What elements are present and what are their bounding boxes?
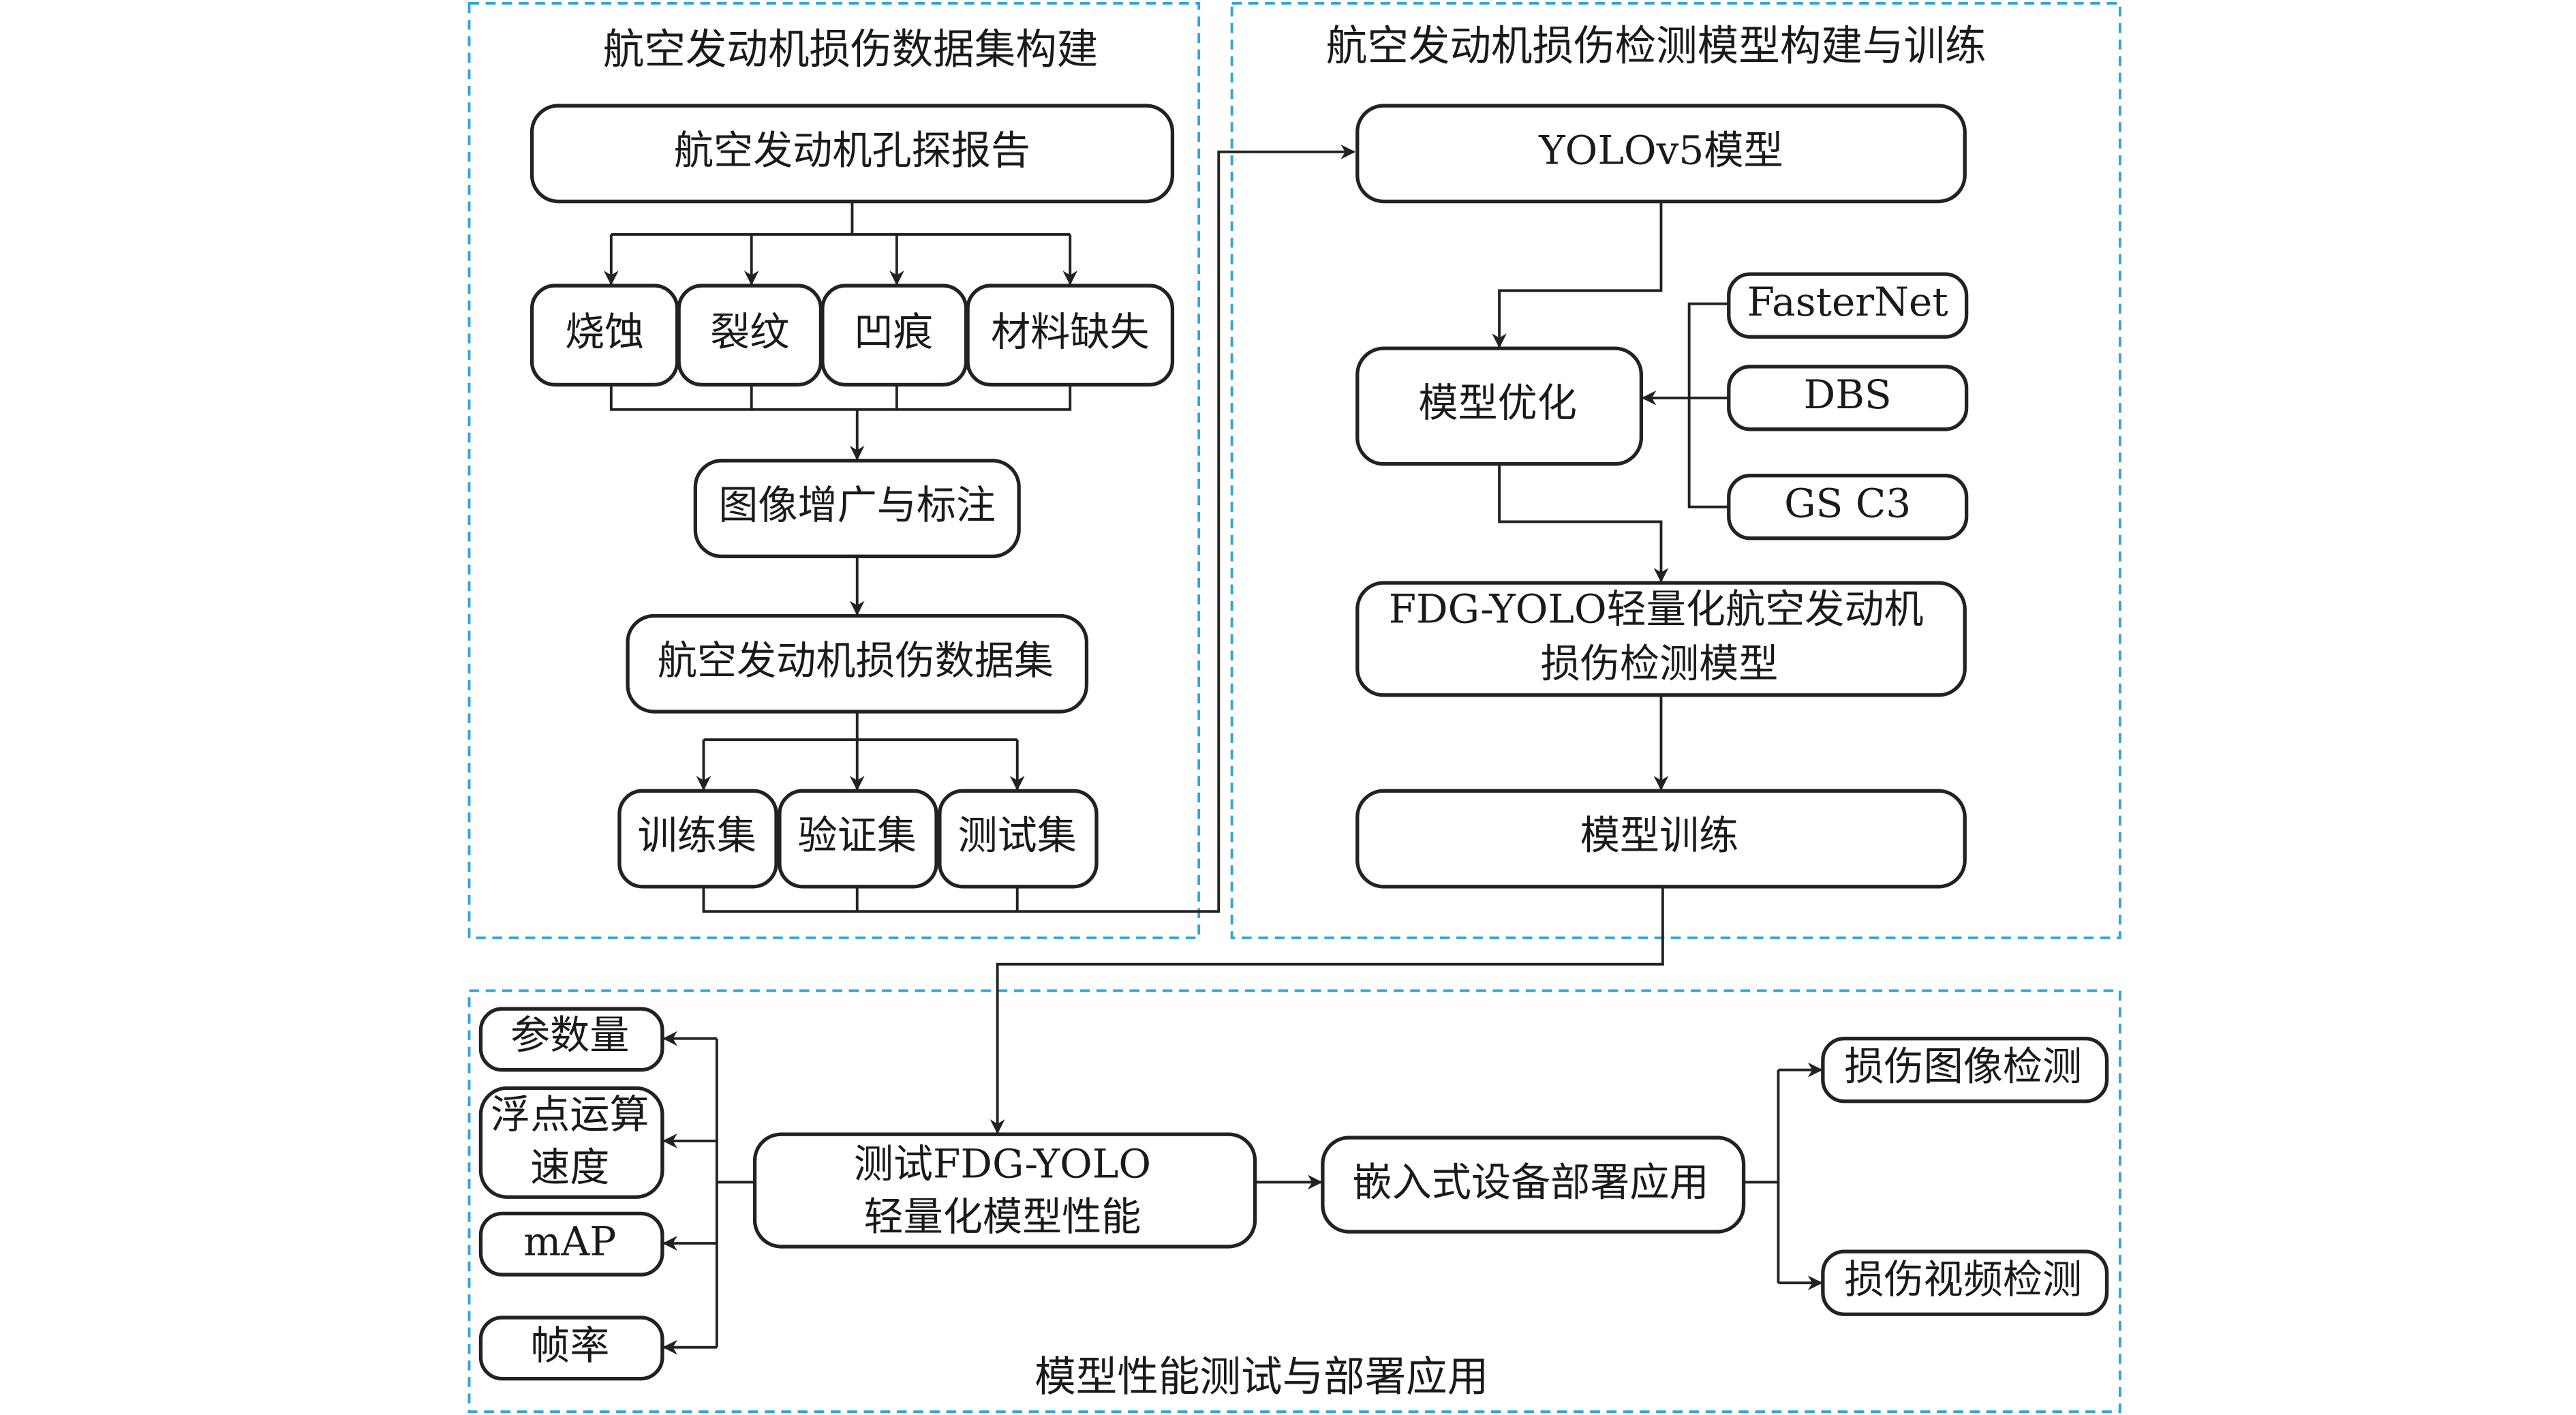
node-metric-fps-label: 帧率 (530, 1322, 609, 1369)
node-metric-params-label: 参数量 (510, 1012, 629, 1059)
node-module-gsc3-label: GS C3 (1784, 481, 1911, 527)
node-video-detection[interactable]: 损伤视频检测 (1821, 1249, 2109, 1316)
node-damage-missing-label: 材料缺失 (991, 309, 1150, 355)
node-report[interactable]: 航空发动机孔探报告 (530, 104, 1175, 204)
node-metric-flops-label-line2: 速度 (530, 1144, 609, 1190)
node-metric-flops-label-line1: 浮点运算 (491, 1091, 649, 1138)
node-augment-label: 图像增广与标注 (718, 482, 996, 528)
arrow-training-to-test (990, 886, 1664, 1134)
node-yolov5-label: YOLOv5模型 (1538, 127, 1783, 173)
node-damage-dent[interactable]: 凹痕 (821, 284, 968, 387)
node-metric-fps[interactable]: 帧率 (478, 1315, 664, 1381)
connector-damage-merge (609, 384, 1072, 411)
node-dataset-label: 航空发动机损伤数据集 (658, 637, 1054, 684)
node-fdg-yolo-label-line1: FDG-YOLO轻量化航空发动机 (1389, 586, 1924, 633)
node-dataset[interactable]: 航空发动机损伤数据集 (626, 613, 1089, 714)
node-report-label: 航空发动机孔探报告 (674, 127, 1030, 173)
arrow-splits-to-yolov5 (702, 144, 1356, 913)
node-metric-params[interactable]: 参数量 (478, 1007, 664, 1072)
section-title-model: 航空发动机损伤检测模型构建与训练 (1326, 22, 1987, 70)
node-augment[interactable]: 图像增广与标注 (693, 459, 1021, 559)
node-metric-map[interactable]: mAP (478, 1211, 664, 1277)
node-split-train[interactable]: 训练集 (617, 789, 778, 889)
node-fdg-yolo-label-line2: 损伤检测模型 (1541, 641, 1779, 687)
section-frame-model (1230, 1, 2121, 939)
node-video-detection-label: 损伤视频检测 (1844, 1256, 2082, 1303)
node-test-performance-label-line1: 测试FDG-YOLO (854, 1141, 1151, 1187)
node-test-performance-label-line2: 轻量化模型性能 (863, 1193, 1141, 1240)
arrow-optimize-to-fdg (1498, 463, 1669, 583)
node-metric-map-label: mAP (523, 1219, 616, 1265)
node-image-detection[interactable]: 损伤图像检测 (1821, 1037, 2109, 1104)
node-embedded-deploy[interactable]: 嵌入式设备部署应用 (1321, 1136, 1746, 1234)
connector-splits-merge (855, 886, 1019, 912)
node-training-label: 模型训练 (1580, 812, 1739, 859)
node-damage-missing[interactable]: 材料缺失 (966, 284, 1175, 387)
node-damage-crack[interactable]: 裂纹 (677, 284, 823, 387)
node-optimize[interactable]: 模型优化 (1355, 346, 1644, 466)
connector-apps (1743, 1069, 1780, 1283)
connector-modules (1687, 302, 1729, 508)
connector-dataset-fanout (703, 712, 1017, 742)
node-module-dbs-label: DBS (1804, 371, 1892, 418)
node-split-val-label: 验证集 (798, 812, 917, 859)
arrow-yolov5-to-optimize (1492, 201, 1663, 348)
node-module-gsc3[interactable]: GS C3 (1727, 473, 1969, 541)
node-damage-crack-label: 裂纹 (710, 309, 789, 355)
node-fdg-yolo[interactable]: FDG-YOLO轻量化航空发动机 损伤检测模型 (1355, 581, 1967, 697)
node-module-fasternet[interactable]: FasterNet (1727, 272, 1969, 339)
node-split-val[interactable]: 验证集 (778, 789, 938, 889)
node-module-dbs[interactable]: DBS (1727, 365, 1969, 431)
connector-metrics (715, 1038, 755, 1348)
node-optimize-label: 模型优化 (1418, 380, 1577, 426)
node-damage-burn-label: 烧蚀 (565, 309, 644, 355)
node-split-test-label: 测试集 (958, 812, 1077, 859)
section-title-deploy: 模型性能测试与部署应用 (1034, 1354, 1488, 1401)
node-training[interactable]: 模型训练 (1355, 789, 1967, 889)
section-frame-dataset (467, 1, 1201, 939)
section-frame-deploy (467, 989, 2121, 1414)
node-damage-burn[interactable]: 烧蚀 (530, 284, 679, 387)
connector-report-fanout (611, 201, 1071, 236)
node-embedded-deploy-label: 嵌入式设备部署应用 (1353, 1159, 1709, 1205)
node-yolov5[interactable]: YOLOv5模型 (1355, 104, 1967, 204)
node-metric-flops[interactable]: 浮点运算 速度 (478, 1086, 664, 1199)
node-test-performance[interactable]: 测试FDG-YOLO 轻量化模型性能 (752, 1132, 1257, 1249)
node-damage-dent-label: 凹痕 (854, 309, 933, 355)
node-split-test[interactable]: 测试集 (938, 789, 1099, 889)
node-module-fasternet-label: FasterNet (1747, 279, 1948, 325)
section-title-dataset: 航空发动机损伤数据集构建 (603, 26, 1099, 74)
node-image-detection-label: 损伤图像检测 (1844, 1044, 2082, 1090)
node-split-train-label: 训练集 (638, 812, 756, 859)
